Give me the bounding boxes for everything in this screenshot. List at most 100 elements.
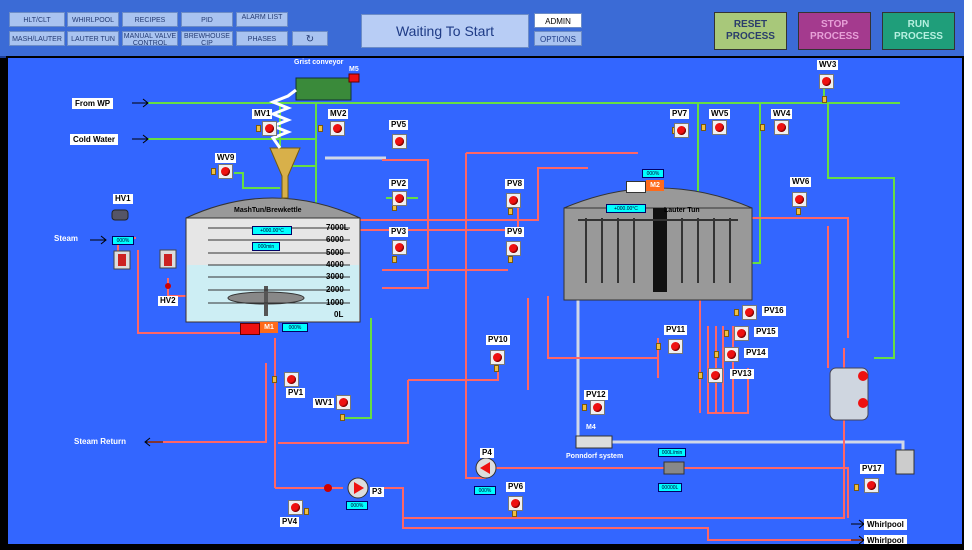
- wv6-handle: [796, 208, 801, 215]
- p3-label: P3: [370, 487, 384, 497]
- pv6-handle: [512, 510, 517, 517]
- pv4-label: PV4: [280, 517, 300, 527]
- pv9-label: PV9: [505, 227, 525, 237]
- pv6-label: PV6: [506, 482, 526, 492]
- pv15-handle: [724, 330, 729, 337]
- pv11-label: PV11: [664, 325, 688, 335]
- pv13-valve[interactable]: [708, 368, 723, 383]
- nav-recipes-button[interactable]: RECIPES: [122, 12, 178, 27]
- pv12-handle: [582, 404, 587, 411]
- wv4-handle: [760, 124, 765, 131]
- pv2-valve[interactable]: [392, 191, 407, 206]
- pv15-valve[interactable]: [734, 326, 749, 341]
- pv17-valve[interactable]: [864, 478, 879, 493]
- m2-motor-body: [626, 181, 646, 193]
- refresh-icon[interactable]: ↻: [292, 31, 328, 46]
- hv1-label: HV1: [113, 194, 133, 204]
- pv8-handle: [508, 208, 513, 215]
- wv1-valve[interactable]: [336, 395, 351, 410]
- nav-hlt-clt-button[interactable]: HLT/CLT: [9, 12, 65, 27]
- p4-speed-display: 000%: [474, 486, 496, 495]
- pv17-handle: [854, 484, 859, 491]
- stop-process-button[interactable]: STOP PROCESS: [798, 12, 871, 50]
- nav-whirlpool-button[interactable]: WHIRLPOOL: [67, 12, 119, 27]
- run-process-button[interactable]: RUN PROCESS: [882, 12, 955, 50]
- pv5-valve[interactable]: [392, 134, 407, 149]
- pv6-valve[interactable]: [508, 496, 523, 511]
- hv2-label: HV2: [158, 296, 178, 306]
- pv12-valve[interactable]: [590, 400, 605, 415]
- mv1-handle: [256, 125, 261, 132]
- pv3-label: PV3: [389, 227, 409, 237]
- m1-motor-body: [240, 323, 260, 335]
- nav-mash-lauter-button[interactable]: MASH/LAUTER: [9, 31, 65, 46]
- scale-1000: 1000: [326, 298, 344, 307]
- pv1-valve[interactable]: [284, 372, 299, 387]
- pv3-handle: [392, 256, 397, 263]
- pv8-valve[interactable]: [506, 193, 521, 208]
- grist-conveyor-label: Grist conveyor: [294, 59, 344, 66]
- m2-motor[interactable]: M2: [646, 180, 664, 191]
- wv3-label: WV3: [817, 60, 839, 70]
- toolbar: HLT/CLT WHIRLPOOL RECIPES PID ALARM LIST…: [0, 0, 972, 58]
- process-status: Waiting To Start: [361, 14, 529, 48]
- wv6-valve[interactable]: [792, 192, 807, 207]
- pv1-label: PV1: [286, 388, 306, 398]
- pv3-valve[interactable]: [392, 240, 407, 255]
- wv5-valve[interactable]: [712, 120, 727, 135]
- pv4-handle: [304, 508, 309, 515]
- pv2-label: PV2: [389, 179, 409, 189]
- admin-button[interactable]: ADMIN: [534, 13, 582, 28]
- pv11-valve[interactable]: [668, 339, 683, 354]
- pv7-label: PV7: [670, 109, 690, 119]
- mv1-valve[interactable]: [262, 121, 277, 136]
- pv10-valve[interactable]: [490, 350, 505, 365]
- pv16-label: PV16: [762, 306, 786, 316]
- nav-brewhouse-cip-button[interactable]: BREWHOUSE CIP: [181, 31, 233, 46]
- m1-speed-display: 000%: [282, 323, 308, 332]
- nav-lauter-tun-button[interactable]: LAUTER TUN: [67, 31, 119, 46]
- pv9-valve[interactable]: [506, 241, 521, 256]
- m1-motor[interactable]: M1: [260, 322, 278, 333]
- from-wp-label: From WP: [72, 98, 114, 109]
- nav-manual-valve-control-button[interactable]: MANUAL VALVE CONTROL: [122, 31, 178, 46]
- m4-label: M4: [586, 424, 596, 431]
- pv14-label: PV14: [744, 348, 768, 358]
- whirlpool-outlet-2-label: Whirlpool: [864, 535, 907, 544]
- pv7-valve[interactable]: [674, 123, 689, 138]
- p3-speed-display: 000%: [346, 501, 368, 510]
- mv1-label: MV1: [252, 109, 273, 119]
- options-button[interactable]: OPTIONS: [534, 31, 582, 46]
- pv14-valve[interactable]: [724, 347, 739, 362]
- nav-phases-button[interactable]: PHASES: [236, 31, 288, 46]
- wv4-valve[interactable]: [774, 120, 789, 135]
- scale-6000: 6000: [326, 235, 344, 244]
- mash-tun-label: MashTun/Brewkettle: [234, 207, 302, 214]
- mv2-handle: [318, 125, 323, 132]
- scale-3000: 3000: [326, 272, 344, 281]
- cold-water-label: Cold Water: [70, 134, 118, 145]
- nav-pid-button[interactable]: PID: [181, 12, 233, 27]
- pv5-label: PV5: [389, 120, 409, 130]
- wv3-handle: [822, 96, 827, 103]
- mash-temp-display: +000.00°C: [252, 226, 292, 235]
- pv8-label: PV8: [505, 179, 525, 189]
- steam-label: Steam: [54, 234, 79, 243]
- scale-2000: 2000: [326, 285, 344, 294]
- steam-return-label: Steam Return: [74, 437, 127, 446]
- wv9-valve[interactable]: [218, 164, 233, 179]
- scale-4000: 4000: [326, 260, 344, 269]
- lauter-tun-label: Lauter Tun: [664, 207, 700, 214]
- wv5-handle: [701, 124, 706, 131]
- nav-alarm-list-button[interactable]: ALARM LIST: [236, 12, 288, 27]
- p4-label: P4: [480, 448, 494, 458]
- mv2-valve[interactable]: [330, 121, 345, 136]
- pv4-valve[interactable]: [288, 500, 303, 515]
- pv14-handle: [714, 351, 719, 358]
- reset-process-button[interactable]: RESET PROCESS: [714, 12, 787, 50]
- wv5-label: WV5: [709, 109, 731, 119]
- pv10-handle: [494, 365, 499, 372]
- wv3-valve[interactable]: [819, 74, 834, 89]
- lauter-temp-display: +000.00°C: [606, 204, 646, 213]
- pv16-valve[interactable]: [742, 305, 757, 320]
